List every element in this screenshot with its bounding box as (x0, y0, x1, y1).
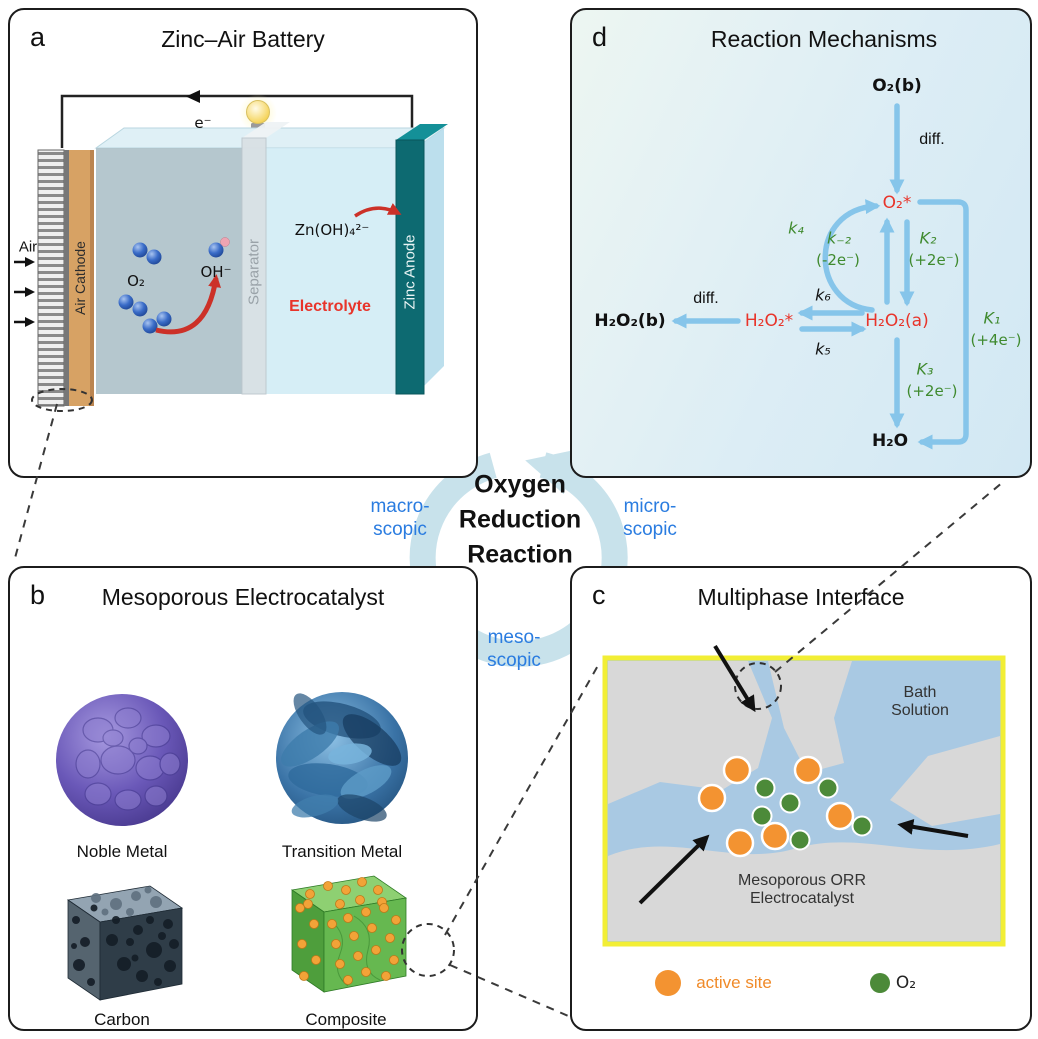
separator-plate (241, 122, 290, 395)
arrow-K1 (917, 199, 969, 450)
microscopic-label: micro- scopic (623, 496, 677, 540)
mechanism-network (671, 103, 969, 450)
zinc-anode-label: Zinc Anode (401, 234, 419, 310)
panel-b-letter: b (30, 580, 46, 610)
hydroxide-molecule (208, 237, 230, 258)
panel-zinc-air-battery: a Zinc–Air Battery e⁻ Air O₂ OH⁻ Zn(OH)₄… (8, 8, 478, 478)
active-sites (697, 755, 855, 858)
cathode-compartment (96, 148, 242, 394)
zoom-circle-composite (401, 923, 455, 977)
electrolyte-label: Electrolyte (289, 298, 371, 315)
catalyst-label: Mesoporous ORR Electrocatalyst (737, 872, 867, 907)
carbon-image (66, 885, 184, 1001)
panel-d-letter: d (592, 22, 608, 52)
mesoscopic-label: meso- scopic (487, 627, 541, 671)
species-o2-ads: O₂* (882, 193, 912, 213)
panel-d-title: Reaction Mechanisms (710, 26, 938, 52)
legend-active-site-swatch (655, 970, 681, 996)
species-h2o: H₂O (871, 431, 909, 451)
zincate-label: Zn(OH)₄²⁻ (294, 221, 370, 239)
legend-active-site-label: active site (696, 973, 772, 992)
rate-K1-electrons: (+4e⁻) (970, 331, 1022, 349)
zoom-circle-interface (734, 662, 782, 710)
rate-K1: K₁ (983, 308, 1001, 328)
arrow-k4-loop (822, 199, 881, 313)
catalyst-gallery (56, 692, 455, 1001)
separator-label: Separator (245, 239, 263, 305)
composite-image (290, 875, 455, 993)
panel-reaction-mechanisms: d Reaction Mechanisms O₂(b) diff. O₂* k₄… (570, 8, 1032, 478)
rate-k-minus2: k₋₂ (826, 228, 852, 248)
air-cathode-label: Air Cathode (72, 241, 88, 315)
circuit-wire (60, 94, 414, 148)
legend-o2-swatch (870, 973, 890, 993)
panel-a-title: Zinc–Air Battery (161, 26, 325, 52)
composite-label: Composite (305, 1010, 387, 1029)
panel-mesoporous-electrocatalyst: b Mesoporous Electrocatalyst Noble Metal… (8, 566, 478, 1031)
species-o2-bulk: O₂(b) (872, 76, 922, 96)
diff-top-label: diff. (919, 131, 945, 148)
air-cathode-stack (37, 149, 94, 407)
air-label: Air (18, 238, 38, 256)
species-h2o2-ads: H₂O₂* (744, 311, 794, 331)
transport-arrows (638, 644, 969, 905)
oxygen-molecules (118, 242, 172, 334)
rate-K3-electrons: (+2e⁻) (906, 382, 958, 400)
panel-b-title: Mesoporous Electrocatalyst (101, 584, 385, 610)
hydroxide-label: OH⁻ (200, 263, 232, 281)
electron-flow-arrow (186, 90, 200, 103)
zinc-anode-plate (395, 124, 448, 395)
rate-K3: K₃ (916, 359, 934, 379)
transition-metal-label: Transition Metal (281, 842, 403, 861)
rate-k4: k₄ (788, 218, 804, 238)
rate-k-minus2-electrons: (-2e⁻) (816, 251, 860, 269)
catalyst-grains (608, 661, 1000, 941)
orr-cycle-title: Oxygen Reduction Reaction (458, 470, 582, 569)
diff-left-label: diff. (693, 290, 719, 307)
species-h2o2-a: H₂O₂(a) (865, 311, 929, 331)
noble-metal-label: Noble Metal (76, 842, 168, 861)
mechanism-arrows (671, 103, 969, 450)
electron-label: e⁻ (194, 114, 212, 132)
o2-label: O₂ (127, 272, 145, 290)
macroscopic-label: macro- scopic (370, 496, 430, 540)
oxygen-dots (751, 777, 873, 851)
battery-schematic (14, 90, 448, 412)
rate-k6: k₆ (815, 285, 831, 305)
rate-K2: K₂ (919, 228, 937, 248)
noble-metal-image (56, 694, 188, 826)
transition-metal-image (276, 692, 408, 824)
zoom-ellipse (31, 388, 93, 412)
bath-solution-label: Bath Solution (891, 684, 949, 719)
orr-reaction-arrow (155, 274, 222, 335)
interface-scheme (602, 644, 1006, 996)
legend-o2-label: O₂ (895, 973, 917, 993)
zincate-arrow (354, 203, 402, 218)
carbon-label: Carbon (94, 1010, 150, 1029)
rate-K2-electrons: (+2e⁻) (908, 251, 960, 269)
air-inflow-arrows (14, 257, 35, 327)
rate-k5: k₅ (815, 339, 831, 359)
panel-multiphase-interface: c Multiphase Interface Bath Solution Mes… (570, 566, 1032, 1031)
species-h2o2-bulk: H₂O₂(b) (594, 311, 666, 331)
panel-a-letter: a (30, 22, 46, 52)
panel-c-title: Multiphase Interface (697, 584, 905, 610)
